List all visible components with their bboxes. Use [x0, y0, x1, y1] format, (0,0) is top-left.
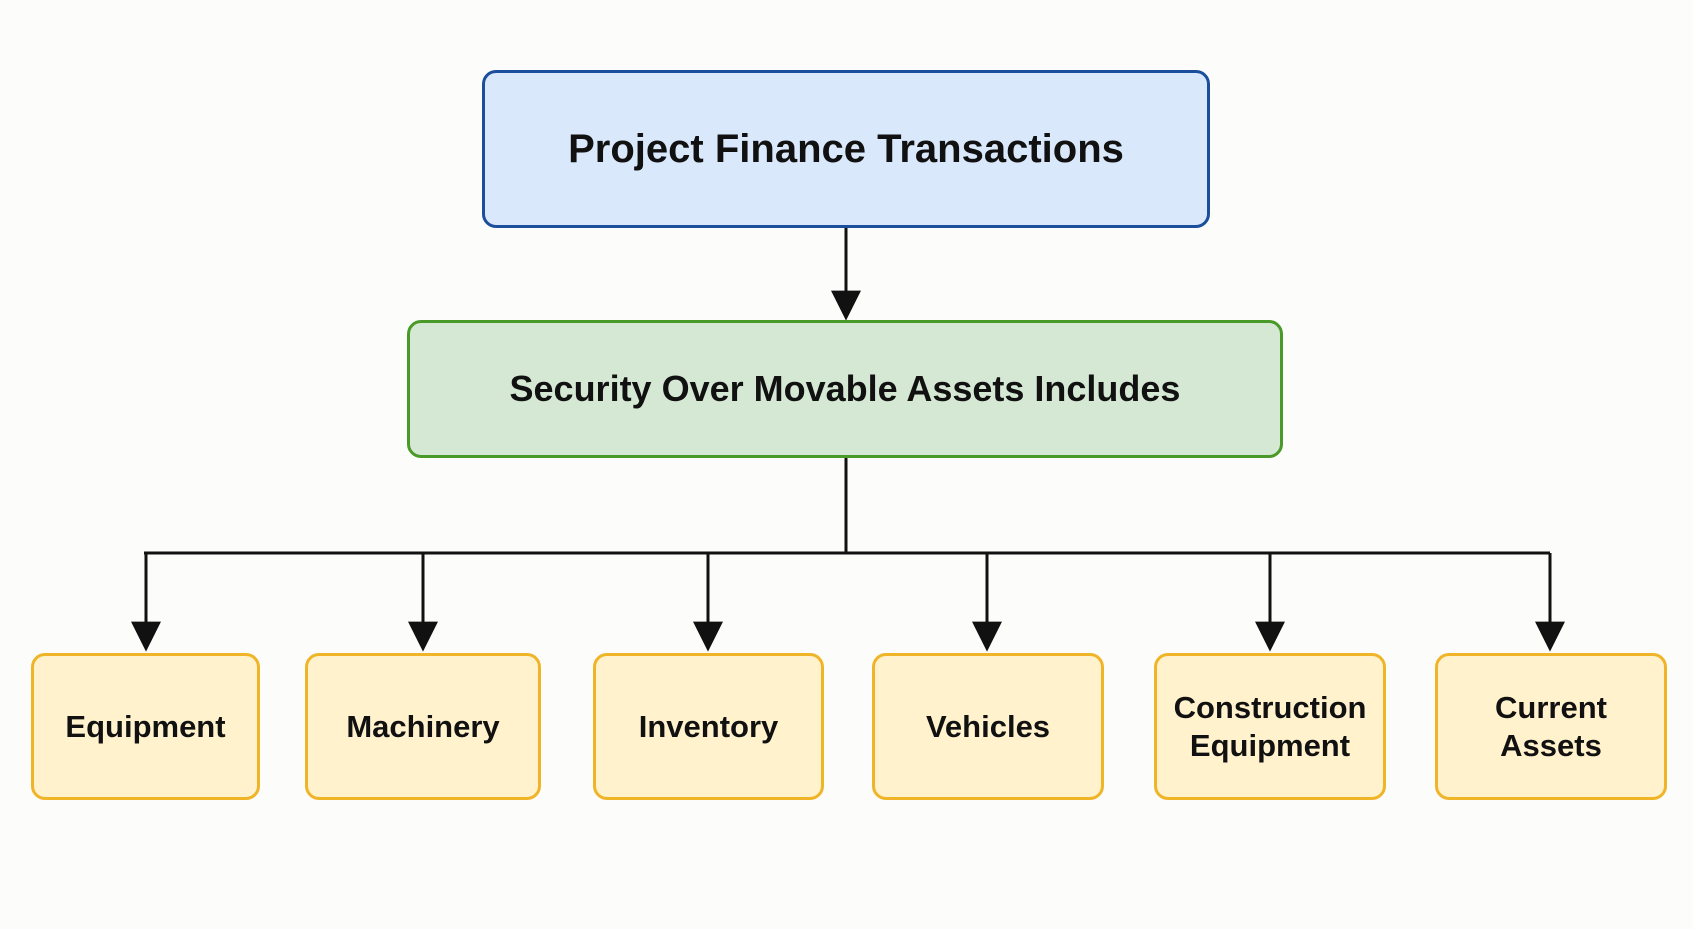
machinery-box: Machinery — [305, 653, 541, 800]
equipment-label: Equipment — [65, 708, 226, 744]
inventory-box: Inventory — [593, 653, 824, 800]
inventory-label: Inventory — [638, 708, 779, 744]
construction-equipment-label: Construction Equipment — [1173, 689, 1367, 763]
machinery-label: Machinery — [346, 708, 500, 744]
security-over-movable-assets-box: Security Over Movable Assets Includes — [407, 320, 1283, 458]
project-finance-transactions-box: Project Finance Transactions — [482, 70, 1210, 228]
vehicles-label: Vehicles — [925, 708, 1051, 744]
construction-equipment-box: Construction Equipment — [1154, 653, 1386, 800]
security-over-movable-assets-label: Security Over Movable Assets Includes — [509, 368, 1181, 409]
current-assets-box: Current Assets — [1435, 653, 1667, 800]
project-finance-transactions-label: Project Finance Transactions — [568, 126, 1124, 171]
vehicles-box: Vehicles — [872, 653, 1104, 800]
current-assets-label: Current Assets — [1495, 689, 1607, 763]
equipment-box: Equipment — [31, 653, 260, 800]
